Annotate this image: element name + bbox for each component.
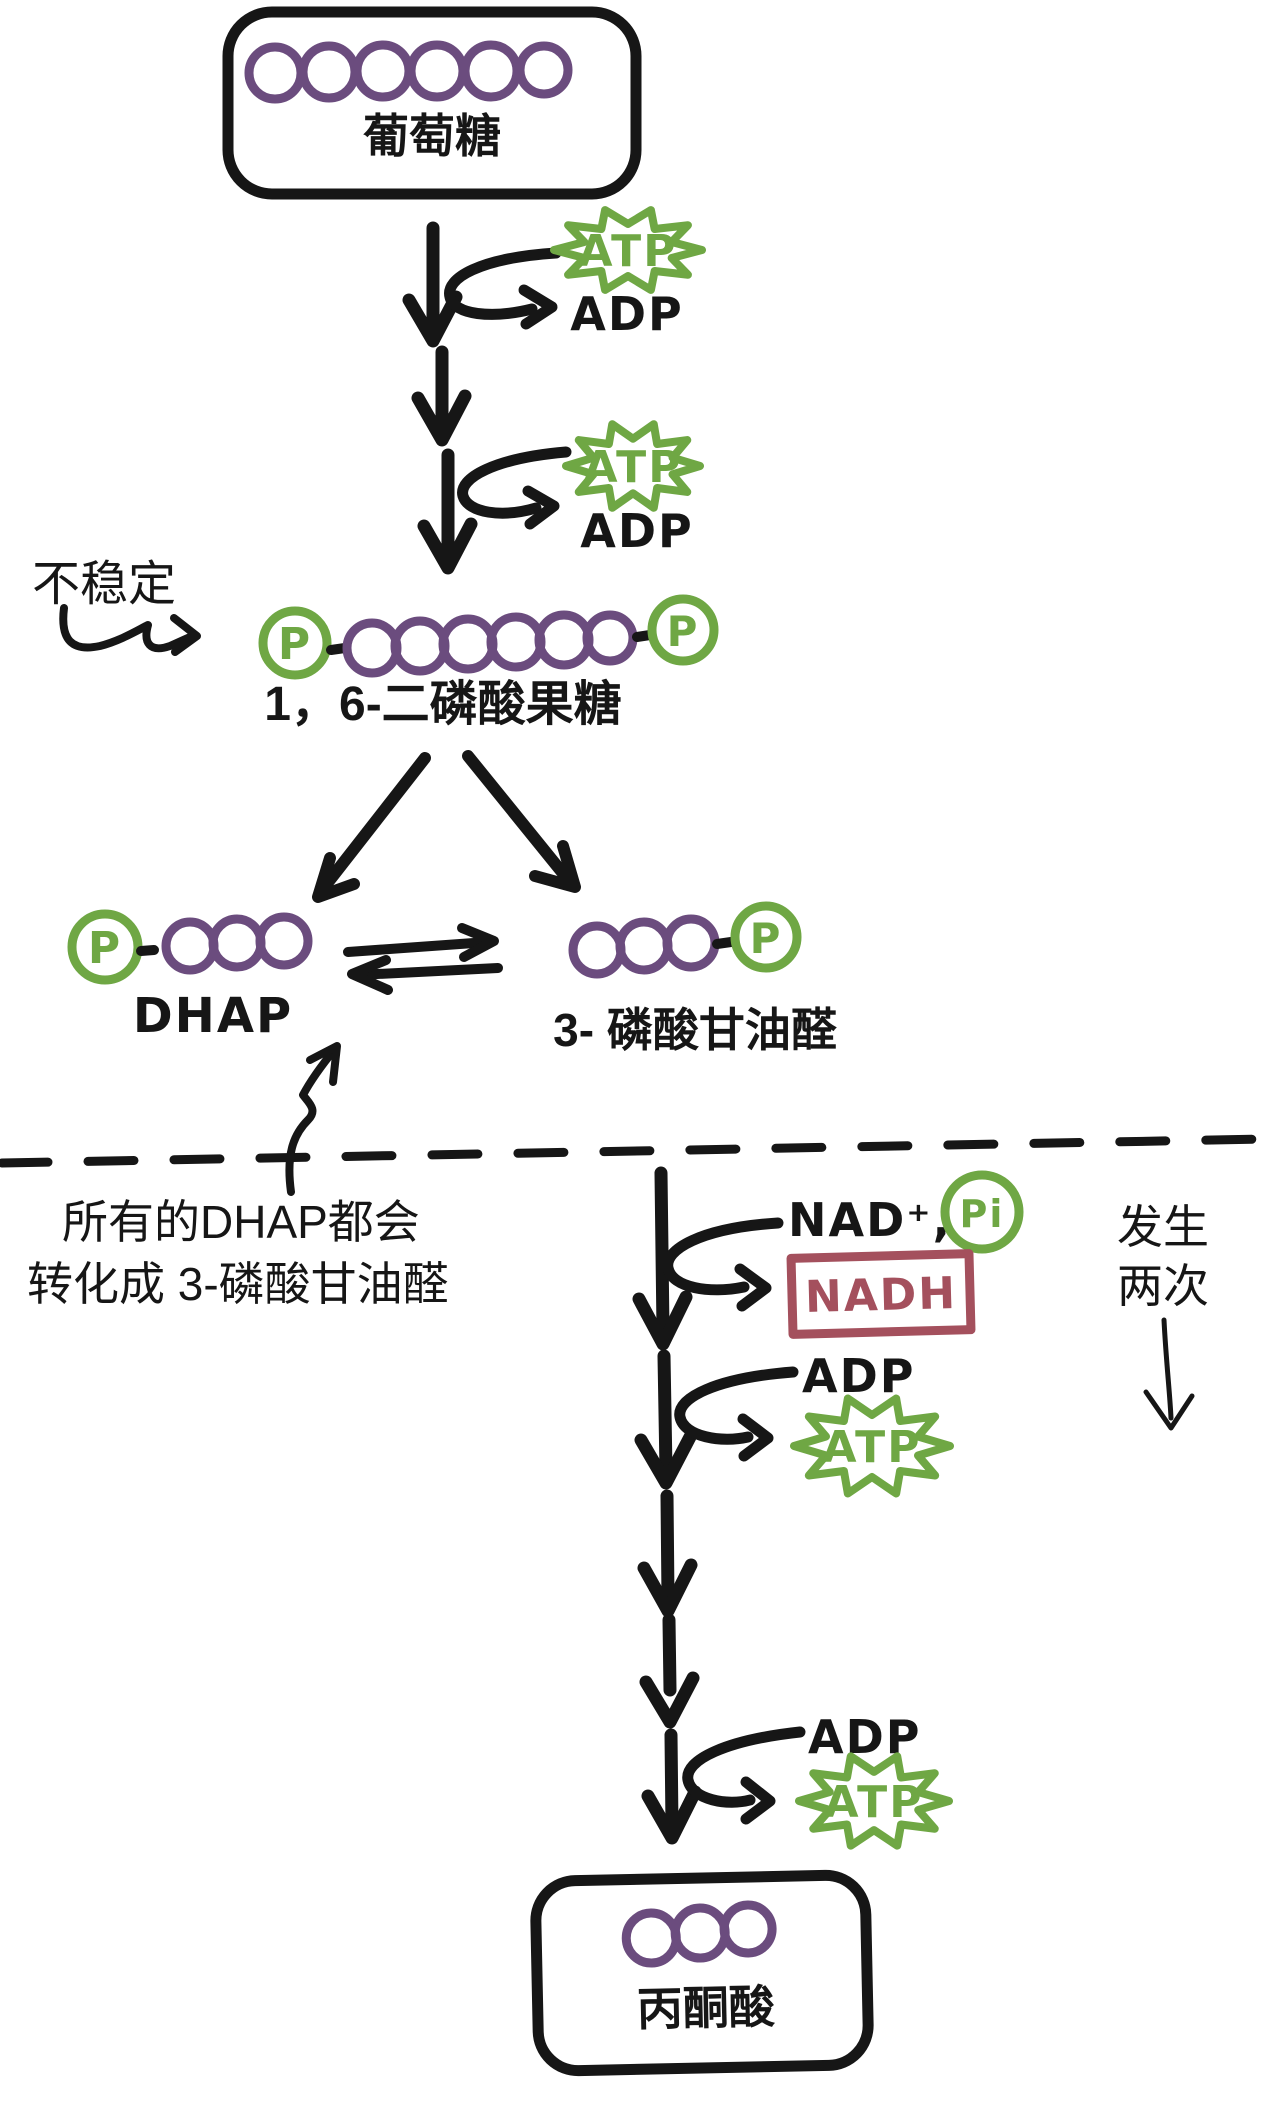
dhap-structure: P DHAP	[67, 909, 313, 1044]
bond-right	[632, 630, 655, 642]
oxidation-branch-arrowhead-icon	[734, 1263, 772, 1312]
oxidation-arrow	[654, 1166, 670, 1337]
payoff1-branch-arrowhead-icon	[737, 1413, 774, 1462]
split-arrow-right-head-icon	[529, 840, 581, 893]
step1-atp-label: ATP	[579, 226, 678, 277]
phosphate-p-label: P	[88, 923, 122, 974]
split-arrow-right	[462, 750, 576, 888]
payoff2-adp-label: ADP	[808, 1710, 922, 1764]
bond	[136, 945, 159, 956]
phosphate-p-label: P	[278, 619, 312, 670]
pyruvate-sugar-chain-icon	[621, 1900, 777, 1968]
dhap-conversion-note: 所有的DHAP都会 转化成 3-磷酸甘油醛	[27, 1042, 449, 1310]
payoff1-arrowhead-icon	[634, 1430, 697, 1490]
step2-adp-label: ADP	[580, 504, 694, 558]
note-squiggle-arrow	[285, 1045, 339, 1196]
phosphate-p-label: P	[667, 607, 700, 656]
g3p-structure: P 3- 磷酸甘油醛	[553, 901, 837, 1056]
chain-arrow-a	[660, 1489, 675, 1605]
step2-reaction: ATP ADP	[418, 352, 700, 568]
g3p-sugar-chain-icon	[568, 914, 720, 979]
split-arrow-left-head-icon	[312, 852, 360, 903]
oxidation-branch-curve	[662, 1217, 784, 1296]
payoff1-arrow	[657, 1349, 673, 1477]
glucose-box-outline	[222, 6, 642, 200]
payoff2-branch-arrowhead-icon	[740, 1776, 776, 1825]
phosphate-p-label: P	[750, 914, 783, 963]
dashed-divider	[0, 1134, 1268, 1168]
note-arrowhead-icon	[306, 1042, 341, 1086]
oxidation-step: NAD⁺, Pi NADH	[632, 1166, 1024, 1351]
twice-line2: 两次	[1117, 1260, 1209, 1312]
equilibrium-arrows-icon	[343, 923, 503, 995]
phosphate-circle-icon	[258, 606, 332, 680]
glucose-box: 葡萄糖	[222, 6, 642, 200]
step2-arrowhead-a-icon	[411, 389, 472, 447]
step1-branch-arrowhead-icon	[518, 284, 558, 330]
chain-arrow-b	[662, 1613, 677, 1697]
step2-branch-curve	[457, 446, 572, 519]
payoff-step-1: ADP ATP	[641, 1349, 950, 1494]
nad-label: NAD⁺,	[788, 1193, 952, 1247]
dhap-note-line2: 转化成 3-磷酸甘油醛	[27, 1258, 449, 1310]
chain-arrow-a-head-icon	[637, 1558, 698, 1618]
payoff2-atp-label: ATP	[825, 1777, 924, 1828]
step1-adp-label: ADP	[570, 287, 684, 341]
phosphate-circle-icon	[647, 594, 719, 666]
g3p-label: 3- 磷酸甘油醛	[553, 1004, 837, 1056]
pi-circle-icon	[940, 1170, 1024, 1254]
nadh-label: NADH	[804, 1268, 958, 1323]
twice-note: 发生 两次	[1117, 1201, 1209, 1431]
f16bp-structure: P P 1，6-二磷酸果糖	[258, 594, 719, 731]
unstable-arrowhead-icon	[170, 614, 201, 656]
nadh-box-outline	[786, 1249, 976, 1339]
pyruvate-label: 丙酮酸	[636, 1980, 776, 2035]
pi-label: Pi	[960, 1192, 1005, 1236]
step2-branch-arrowhead-icon	[522, 485, 560, 530]
payoff1-atp-label: ATP	[823, 1422, 922, 1473]
payoff2-arrowhead-icon	[641, 1785, 702, 1845]
step2-atp-label: ATP	[584, 442, 683, 493]
glucose-label: 葡萄糖	[363, 110, 501, 162]
twice-arrowhead-icon	[1143, 1389, 1195, 1431]
pyruvate-box-outline	[530, 1869, 874, 2077]
f16bp-sugar-chain-icon	[342, 610, 638, 678]
pyruvate-box: 丙酮酸	[530, 1869, 874, 2077]
nadh-box: NADH	[786, 1249, 976, 1339]
dhap-sugar-chain-icon	[161, 912, 313, 975]
payoff2-arrow	[664, 1728, 679, 1833]
payoff-step-2: ADP ATP	[648, 1710, 949, 1846]
dhap-note-line1: 所有的DHAP都会	[62, 1196, 420, 1248]
step2-arrowhead-b-icon	[417, 517, 478, 575]
dhap-label: DHAP	[133, 988, 293, 1044]
step1-reaction: ATP ADP	[409, 210, 702, 341]
unstable-squiggle-arrow	[59, 604, 194, 653]
phosphate-circle-icon	[730, 901, 802, 973]
chain-arrow-b-head-icon	[639, 1671, 700, 1729]
oxidation-arrowhead-icon	[632, 1290, 693, 1351]
step1-branch-curve	[444, 247, 562, 320]
payoff1-adp-label: ADP	[802, 1349, 916, 1403]
bond	[712, 937, 736, 949]
twice-line1: 发生	[1117, 1201, 1209, 1253]
payoff1-branch-curve	[674, 1366, 799, 1445]
step1-arrowhead-icon	[402, 290, 463, 348]
unstable-note: 不稳定	[32, 558, 201, 656]
payoff2-branch-curve	[682, 1726, 806, 1808]
split-arrow-left	[316, 752, 431, 896]
f16bp-label: 1，6-二磷酸果糖	[264, 678, 621, 731]
twice-arrow	[1161, 1317, 1174, 1421]
glucose-sugar-chain-icon	[244, 40, 573, 104]
unstable-label: 不稳定	[32, 558, 176, 611]
